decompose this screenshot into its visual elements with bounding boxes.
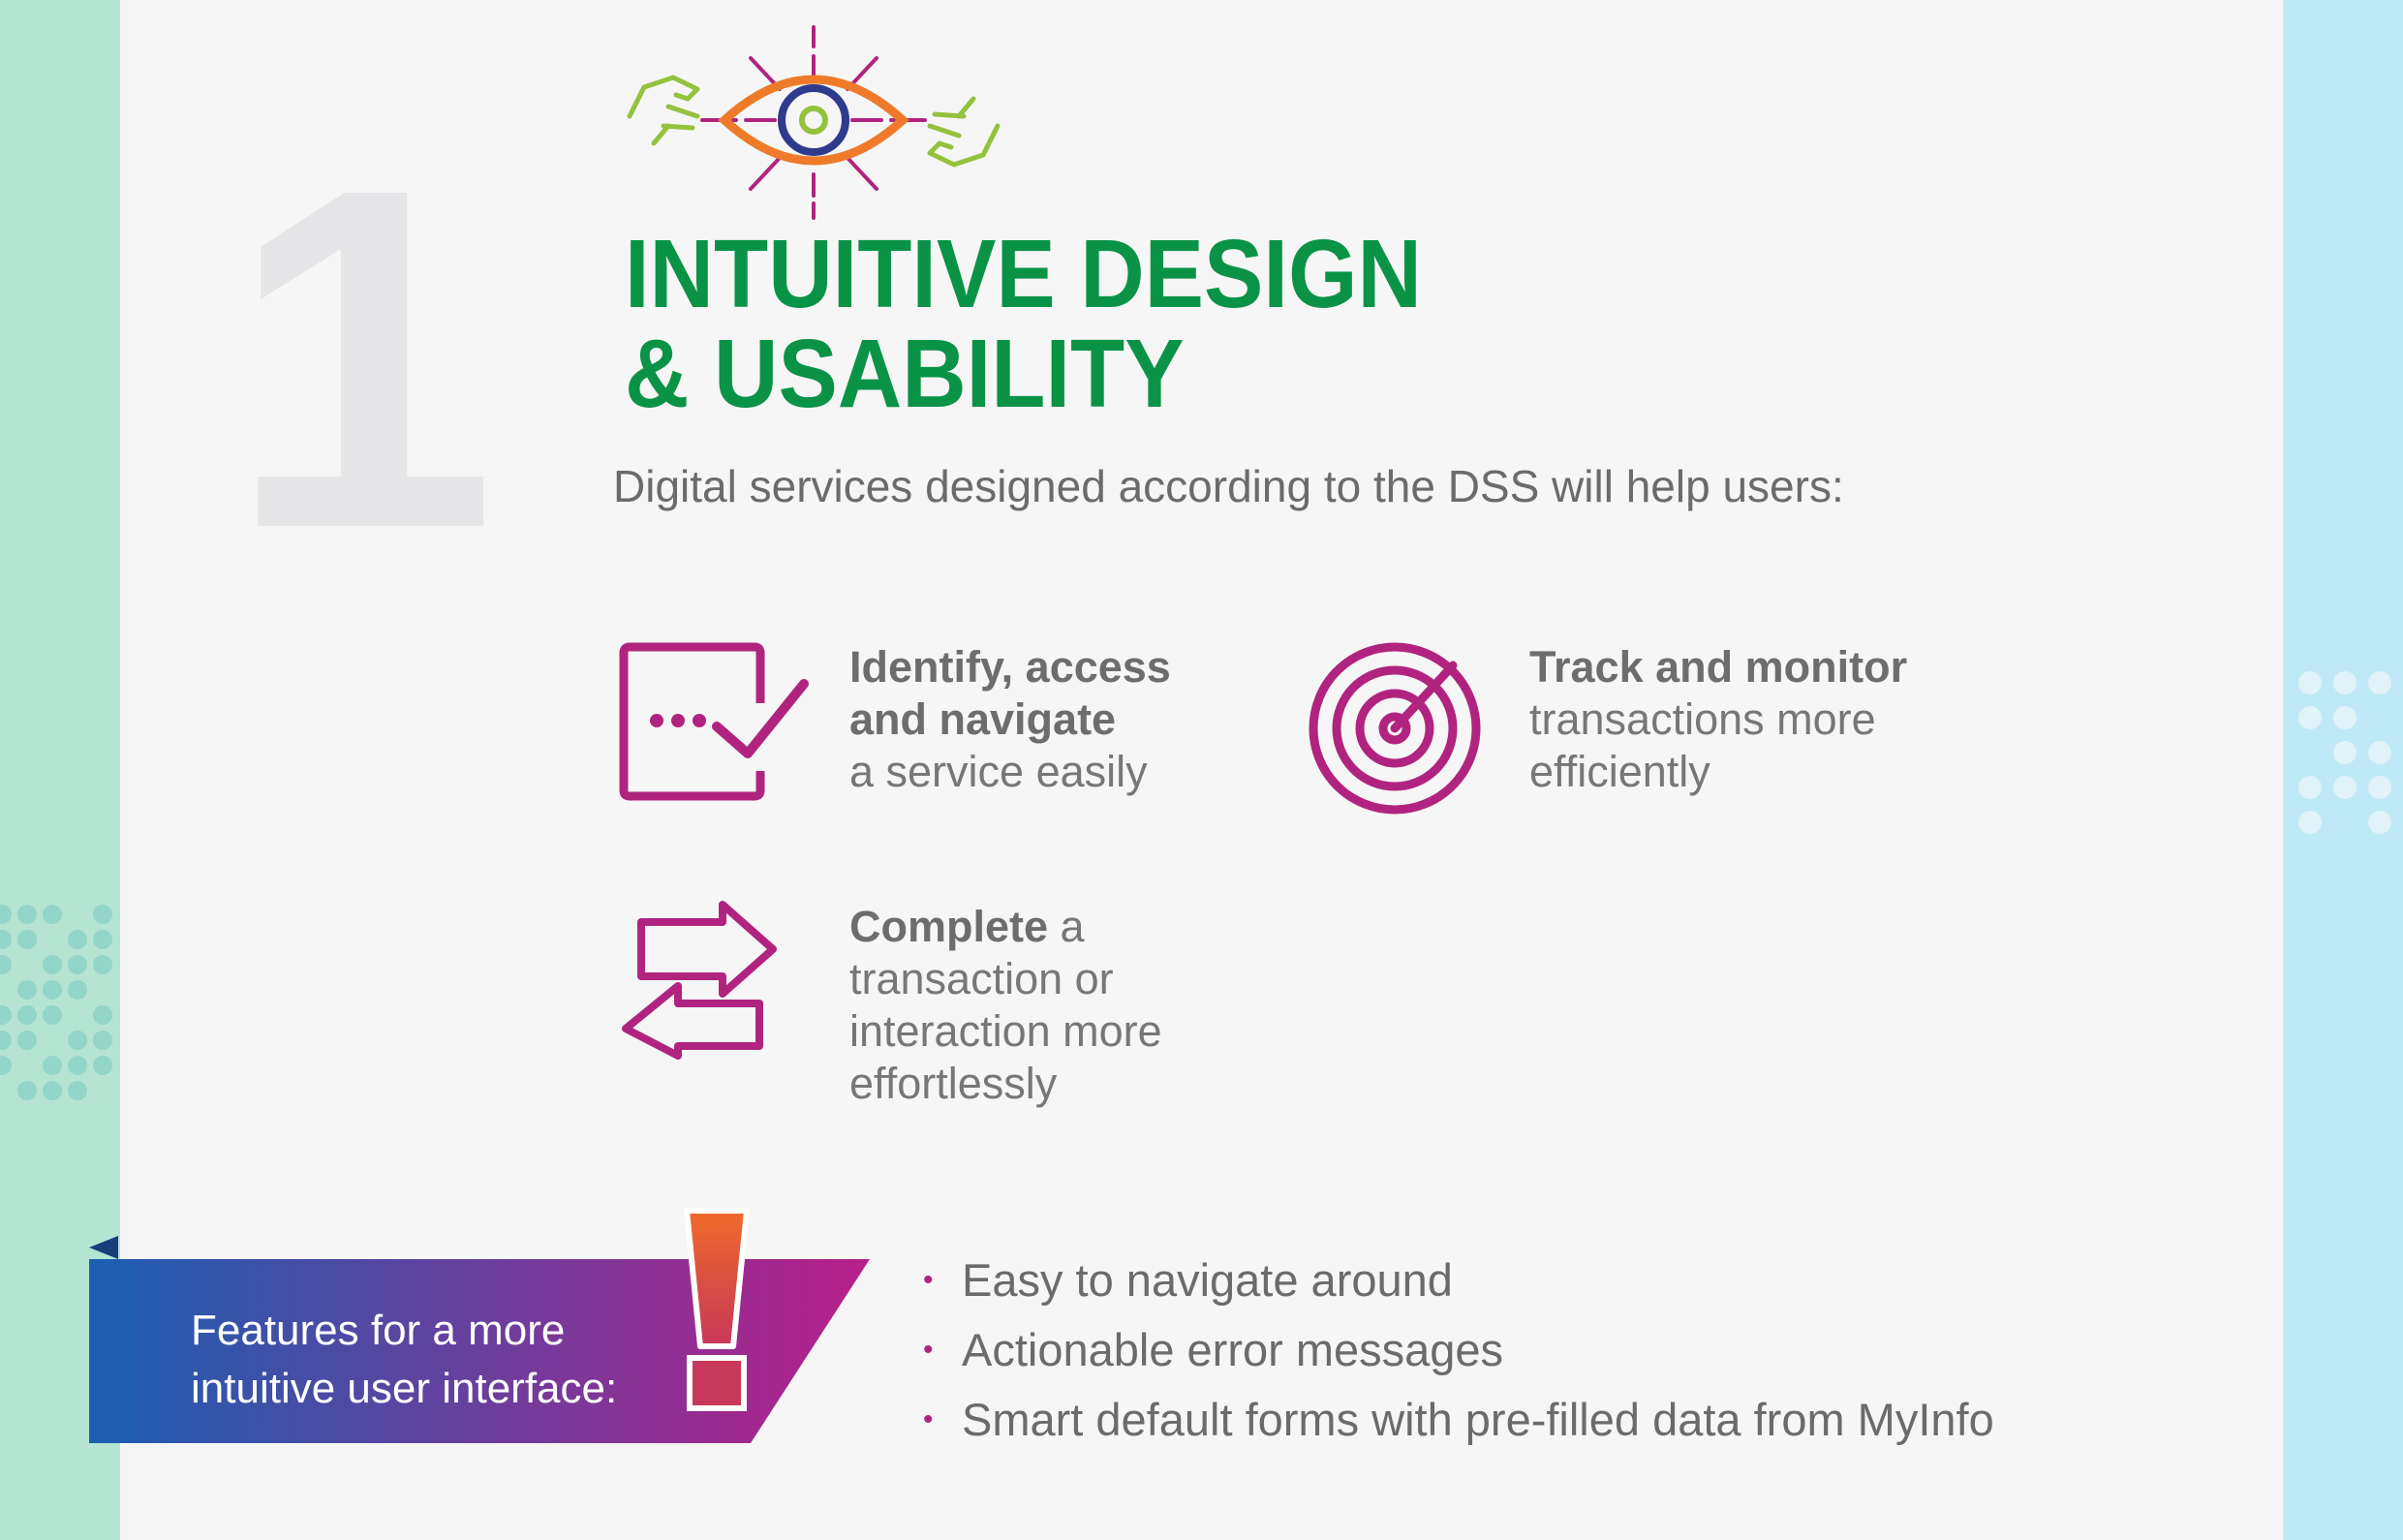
title-line-1: INTUITIVE DESIGN [625, 220, 1422, 328]
decorative-dot [0, 905, 12, 924]
benefit-track-bold: Track and monitor [1529, 642, 1908, 692]
benefit-track-text-2: efficiently [1529, 747, 1710, 796]
decorative-dot [17, 905, 37, 924]
decorative-dot [2298, 671, 2322, 694]
benefit-complete-text-2: transaction or [849, 954, 1114, 1003]
section-number: 1 [228, 87, 497, 629]
benefit-identify-text: a service easily [849, 747, 1148, 796]
decorative-dot [93, 955, 112, 974]
features-banner-label: Features for a more intuitive user inter… [191, 1302, 617, 1418]
decorative-dot [93, 905, 112, 924]
decorative-dot [93, 1031, 112, 1050]
decorative-dot [68, 1056, 87, 1075]
decorative-dot [2368, 776, 2391, 799]
decorative-dot [68, 980, 87, 1000]
decorative-dot [93, 1005, 112, 1025]
decorative-dot [0, 1005, 12, 1025]
decorative-dot [2333, 671, 2357, 694]
decorative-dot [2368, 671, 2391, 694]
decorative-dot [17, 980, 37, 1000]
intro-text: Digital services designed according to t… [613, 461, 1844, 511]
decorative-dot [43, 905, 62, 924]
swap-arrows-icon [622, 901, 777, 1060]
feature-text: Actionable error messages [962, 1324, 1504, 1375]
feature-text: Smart default forms with pre-filled data… [962, 1394, 1994, 1445]
decorative-dot [17, 1031, 37, 1050]
decorative-dot [68, 1031, 87, 1050]
decorative-dot [0, 930, 12, 949]
decorative-dot [43, 980, 62, 1000]
decorative-dot [0, 1031, 12, 1050]
benefit-complete: Complete a transaction or interaction mo… [849, 901, 1162, 1110]
decorative-dot [0, 955, 12, 974]
decorative-dot [43, 1056, 62, 1075]
decorative-dot [2333, 741, 2357, 764]
decorative-dot [68, 1081, 87, 1100]
list-item: •Actionable error messages [923, 1324, 1504, 1375]
page-title: INTUITIVE DESIGN & USABILITY [625, 225, 1422, 424]
decorative-dot [68, 930, 87, 949]
decorative-dot [93, 930, 112, 949]
exclamation-icon [684, 1208, 750, 1411]
decorative-dot [43, 955, 62, 974]
list-item: •Easy to navigate around [923, 1254, 1453, 1306]
decorative-dot [17, 930, 37, 949]
benefit-track-text-1: transactions more [1529, 694, 1876, 744]
features-list: •Easy to navigate around •Actionable err… [923, 1246, 1994, 1455]
decorative-dot [0, 1056, 12, 1075]
decorative-dot [2333, 776, 2357, 799]
decorative-dot [43, 1005, 62, 1025]
features-banner [89, 1208, 870, 1443]
decorative-dot [2368, 741, 2391, 764]
decorative-dot [93, 1056, 112, 1075]
features-banner-line-1: Features for a more [191, 1307, 566, 1354]
decorative-dot [17, 1081, 37, 1100]
decorative-dot [2298, 811, 2322, 834]
eye-hands-icon [627, 25, 1001, 220]
features-banner-line-2: intuitive user interface: [191, 1365, 618, 1412]
benefit-complete-text-4: effortlessly [849, 1059, 1058, 1108]
benefit-complete-text-1: a [1048, 902, 1085, 951]
decorative-dot [2298, 776, 2322, 799]
benefit-identify-bold-2: and navigate [849, 694, 1117, 744]
list-item: •Smart default forms with pre-filled dat… [923, 1394, 1994, 1445]
benefit-complete-text-3: interaction more [849, 1006, 1162, 1056]
benefit-identify-bold-1: Identify, access [849, 642, 1171, 692]
decorative-dot [17, 1005, 37, 1025]
benefit-track: Track and monitor transactions more effi… [1529, 641, 1907, 798]
benefit-complete-bold: Complete [849, 902, 1049, 951]
right-side-panel [2283, 0, 2403, 1540]
title-line-2: & USABILITY [625, 320, 1185, 428]
decorative-dot [43, 1081, 62, 1100]
benefit-identify: Identify, access and navigate a service … [849, 641, 1171, 798]
decorative-dot [2298, 706, 2322, 729]
feature-text: Easy to navigate around [962, 1254, 1453, 1306]
decorative-dot [2333, 706, 2357, 729]
decorative-dot [2368, 811, 2391, 834]
decorative-dot [68, 955, 87, 974]
window-checkmark-icon [619, 642, 809, 801]
target-icon [1309, 642, 1481, 815]
